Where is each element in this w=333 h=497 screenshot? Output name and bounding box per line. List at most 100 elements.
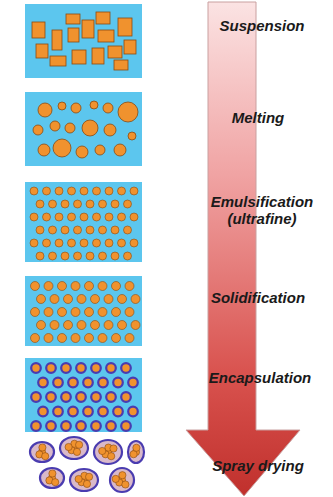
step-label: Solidification [188,289,328,306]
granule [60,437,88,459]
particle [39,444,46,451]
particle [68,239,76,247]
particle [74,252,82,260]
particle [85,334,94,343]
particle [71,334,80,343]
particle [53,378,63,388]
particle [131,295,140,304]
particle [98,308,107,317]
particle [61,363,71,373]
encapsulated-particles [31,363,138,431]
step-label: Melting [193,109,323,126]
particle [93,239,101,247]
particle [42,453,49,460]
emulsification-panel [25,182,142,262]
granule [110,468,134,492]
particle [49,470,56,477]
particle [61,200,69,208]
particle [68,407,78,417]
particle [71,308,80,317]
particle [74,226,82,234]
particle [105,239,113,247]
particle [75,475,82,482]
particle [98,407,108,417]
particle [91,392,101,402]
particle [105,187,113,195]
particle [93,213,101,221]
step-label: Spray drying [188,457,328,474]
particle [43,187,51,195]
particle [83,407,93,417]
particle [77,321,86,330]
spray-dried-granules [30,437,144,492]
particle [46,392,56,402]
particle [31,421,41,431]
particle [125,308,134,317]
particle [74,200,82,208]
particle [105,213,113,221]
particle [112,308,121,317]
particle [86,226,94,234]
particle [86,200,94,208]
particle [106,392,116,402]
particle [68,187,76,195]
suspension-panel [25,4,142,78]
granule [128,441,144,463]
particle [36,226,44,234]
particle [99,252,107,260]
particle [44,308,53,317]
particle [50,321,59,330]
particle [68,213,76,221]
particle [71,282,80,291]
step-label: Encapsulation [190,369,330,386]
particle [124,200,132,208]
particle [125,334,134,343]
particle [130,187,138,195]
granule [40,468,64,488]
particle [93,187,101,195]
particle [64,295,73,304]
particle [104,295,113,304]
encapsulation-panel [25,358,142,432]
particle [85,308,94,317]
melted-droplets [33,101,138,158]
particle [55,239,63,247]
particle [125,282,134,291]
particle [98,334,107,343]
particle [104,321,113,330]
particle [65,443,72,450]
particle [118,213,126,221]
particle [43,213,51,221]
particle [118,321,127,330]
particle [121,421,131,431]
particle [37,321,46,330]
granule [94,440,122,464]
particle [124,252,132,260]
particle [122,481,129,488]
particle [36,252,44,260]
process-arrow [186,2,300,496]
particle [99,200,107,208]
particle [52,479,59,486]
particle [55,187,63,195]
particle [111,226,119,234]
particle [111,200,119,208]
particle [91,421,101,431]
particle [83,480,90,487]
melting-panel [25,92,142,166]
particle [38,378,48,388]
particle [73,448,80,455]
ultrafine-droplets [30,187,138,260]
particle [86,473,93,480]
particle [85,282,94,291]
crystal-particles [32,12,136,70]
particle [110,445,117,452]
solidification-panel [25,276,142,346]
particle [121,392,131,402]
particle [113,378,123,388]
particle [80,239,88,247]
particle [31,334,40,343]
particle [98,282,107,291]
granule [70,469,98,491]
